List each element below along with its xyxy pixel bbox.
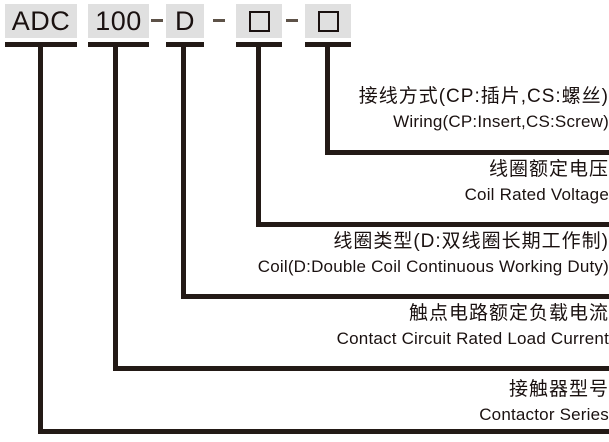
label-coil-en: Coil(D:Double Coil Continuous Working Du…	[257, 257, 609, 276]
label-voltage-cn: 线圈额定电压	[488, 159, 609, 180]
code-segment-current: 100	[88, 4, 149, 38]
leader-elbow-series	[38, 429, 609, 434]
code-segment-wiring	[305, 4, 351, 38]
code-segment-voltage	[236, 4, 282, 38]
label-wiring-cn: 接线方式(CP:插片,CS:螺丝)	[358, 86, 609, 107]
label-wiring-en: Wiring(CP:Insert,CS:Screw)	[393, 112, 609, 131]
code-segment-series: ADC	[5, 4, 77, 38]
leader-stem-current	[113, 42, 118, 371]
leader-stem-voltage	[256, 42, 261, 227]
leader-elbow-current	[113, 366, 609, 371]
label-voltage: 线圈额定电压 Coil Rated Voltage	[465, 157, 609, 206]
code-segment-coil: D	[166, 4, 204, 38]
label-coil: 线圈类型(D:双线圈长期工作制) Coil(D:Double Coil Cont…	[258, 229, 609, 278]
leader-elbow-voltage	[256, 222, 609, 227]
leader-stem-series	[38, 42, 43, 434]
leader-elbow-coil	[181, 294, 609, 299]
separator-dash-3	[286, 19, 298, 22]
leader-stem-coil	[181, 42, 186, 299]
separator-dash-1	[151, 19, 163, 22]
leader-stem-wiring	[325, 42, 330, 155]
separator-dash-2	[213, 19, 225, 22]
label-wiring: 接线方式(CP:插片,CS:螺丝) Wiring(CP:Insert,CS:Sc…	[359, 84, 609, 133]
model-code-row: ADC 100 D	[0, 0, 609, 42]
label-current-cn: 触点电路额定负载电流	[408, 303, 609, 324]
label-voltage-en: Coil Rated Voltage	[464, 185, 609, 204]
leader-elbow-wiring	[325, 150, 609, 155]
code-segment-coil-text: D	[175, 5, 195, 36]
code-segment-current-text: 100	[95, 5, 142, 36]
label-series-cn: 接触器型号	[508, 379, 609, 400]
label-series: 接触器型号 Contactor Series	[479, 377, 609, 426]
label-current: 触点电路额定负载电流 Contact Circuit Rated Load Cu…	[337, 301, 609, 350]
label-coil-cn: 线圈类型(D:双线圈长期工作制)	[333, 231, 609, 252]
label-series-en: Contactor Series	[479, 405, 609, 424]
label-current-en: Contact Circuit Rated Load Current	[336, 329, 609, 348]
code-segment-series-text: ADC	[11, 5, 71, 36]
leader-underbar-current	[88, 42, 149, 47]
placeholder-square-icon	[317, 10, 339, 32]
placeholder-square-icon	[248, 10, 270, 32]
